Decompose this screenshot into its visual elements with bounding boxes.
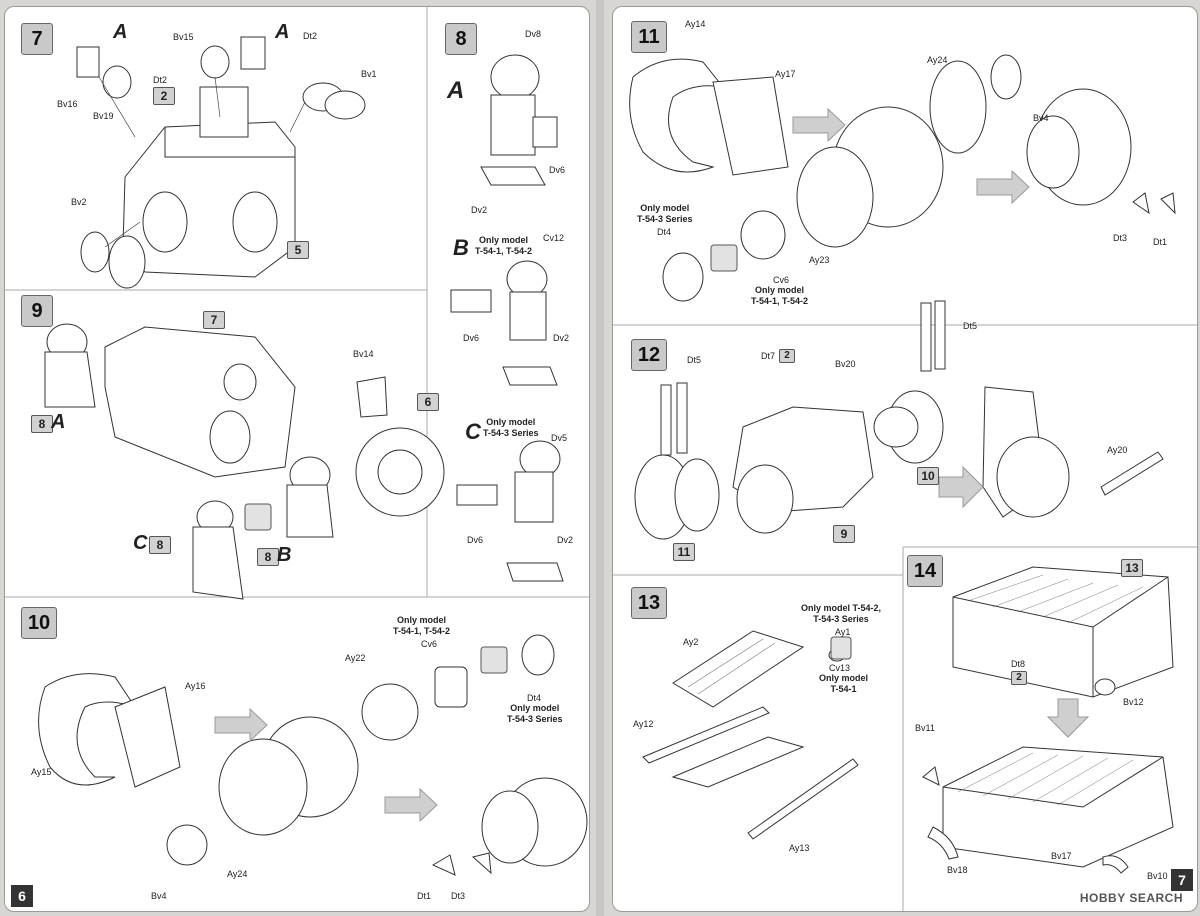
part-label: Ay20: [1107, 445, 1128, 455]
part-label: Dv6: [549, 165, 566, 175]
variant-letter-c: C: [133, 532, 148, 554]
part-label: Cv12: [543, 233, 565, 243]
sub-assembly-badge: 11: [673, 543, 695, 561]
part-label: Ay14: [685, 19, 706, 29]
part-label: Bv20: [835, 359, 856, 369]
part-label: Ay24: [227, 869, 248, 879]
variant-letter-b: B: [277, 544, 292, 566]
part-label: Bv14: [353, 349, 374, 359]
part-label: Cv13: [829, 663, 851, 673]
part-label: Dv5: [551, 433, 568, 443]
part-label: Ay15: [31, 767, 52, 777]
part-label: Ay16: [185, 681, 206, 691]
part-label: Ay24: [927, 55, 948, 65]
part-label: Dt1: [417, 891, 432, 901]
page-number: 6: [11, 885, 33, 907]
variant-letter-a: A: [51, 411, 66, 433]
part-label: Dv6: [467, 535, 484, 545]
sub-assembly-badge: 5: [287, 241, 309, 259]
part-label: Bv12: [1123, 697, 1144, 707]
part-label: Bv4: [1033, 113, 1049, 123]
part-label: Bv2: [71, 197, 87, 207]
part-label: Dv2: [471, 205, 488, 215]
part-label: Ay17: [775, 69, 796, 79]
variant-letter-b: B: [453, 235, 469, 260]
sub-assembly-badge: 9: [833, 525, 855, 543]
part-label: Dt5: [687, 355, 702, 365]
part-label: Ay22: [345, 653, 366, 663]
part-label: Dt8: [1011, 659, 1026, 669]
part-label: Cv6: [421, 639, 438, 649]
right-page-drawings: [613, 54, 1197, 911]
part-label: Cv6: [773, 275, 790, 285]
right-page: 11 12 13 14 Ay14 Ay17 Ay24 Bv4 Ay23 Only…: [612, 6, 1198, 912]
variant-letter-a: A: [447, 77, 465, 104]
part-label: Bv1: [361, 69, 377, 79]
part-label: Bv19: [93, 111, 114, 121]
part-label: Dv6: [463, 333, 480, 343]
step-12-number: 12: [631, 339, 667, 371]
part-label: Bv10: [1147, 871, 1168, 881]
quantity-badge: 2: [1011, 671, 1027, 685]
variant-b-note: Only model T-54-1, T-54-2: [475, 235, 533, 256]
variant-c-note: Only model T-54-3 Series: [483, 417, 539, 438]
sub-assembly-badge: 8: [257, 548, 279, 566]
book-spine: [596, 0, 604, 916]
part-label: Dv2: [557, 535, 574, 545]
part-label: Dt4: [527, 693, 542, 703]
part-label: Ay1: [835, 627, 851, 637]
step-13-number: 13: [631, 587, 667, 619]
part-label: Bv18: [947, 865, 968, 875]
ay1-model-note: Only model T-54-2, T-54-3 Series: [801, 603, 882, 624]
part-label: Dt7: [761, 351, 776, 361]
part-label: Dt2: [153, 75, 168, 85]
cv13-model-note: Only model T-54-1: [819, 673, 869, 694]
sub-assembly-badge: 10: [917, 467, 939, 485]
sub-assembly-badge: 13: [1121, 559, 1143, 577]
part-label: Bv11: [915, 723, 935, 733]
part-label: Dt3: [451, 891, 466, 901]
cv6-model-note: Only model T-54-1, T-54-2: [751, 285, 809, 306]
sub-assembly-badge: 8: [149, 536, 171, 554]
dt4-model-note: Only model T-54-3 Series: [637, 203, 693, 224]
part-label: Dt5: [963, 321, 978, 331]
left-page: 7 8 9 10 A A Bv16 Bv19 Bv15 Dt2 Dt2 Bv1 …: [4, 6, 590, 912]
step-14-number: 14: [907, 555, 943, 587]
variant-letter-c: C: [465, 419, 481, 444]
part-label: Ay23: [809, 255, 830, 265]
step-11-number: 11: [631, 21, 667, 53]
part-label: Ay12: [633, 719, 654, 729]
step-8-number: 8: [445, 23, 477, 55]
variant-letter-a: A: [275, 21, 290, 43]
step-9-number: 9: [21, 295, 53, 327]
cv6-model-note: Only model T-54-1, T-54-2: [393, 615, 451, 636]
sub-assembly-badge: 7: [203, 311, 225, 329]
quantity-badge: 2: [153, 87, 175, 105]
part-label: Ay13: [789, 843, 810, 853]
sub-assembly-badge: 6: [417, 393, 439, 411]
sub-assembly-badge: 8: [31, 415, 53, 433]
step-7-number: 7: [21, 23, 53, 55]
watermark-text: HOBBY SEARCH: [1079, 891, 1183, 905]
part-label: Ay2: [683, 637, 699, 647]
page-number: 7: [1171, 869, 1193, 891]
part-label: Bv17: [1051, 851, 1072, 861]
part-label: Bv4: [151, 891, 167, 901]
dt4-model-note: Only model T-54-3 Series: [507, 703, 563, 724]
part-label: Bv16: [57, 99, 78, 109]
left-page-drawings: [5, 7, 589, 876]
part-label: Dt2: [303, 31, 318, 41]
quantity-badge: 2: [779, 349, 795, 363]
part-label: Dt3: [1113, 233, 1128, 243]
part-label: Dt4: [657, 227, 672, 237]
part-label: Bv15: [173, 32, 194, 42]
part-label: Dv2: [553, 333, 570, 343]
part-label: Dv8: [525, 29, 542, 39]
step-10-number: 10: [21, 607, 57, 639]
part-label: Dt1: [1153, 237, 1168, 247]
variant-letter-a: A: [113, 21, 128, 43]
